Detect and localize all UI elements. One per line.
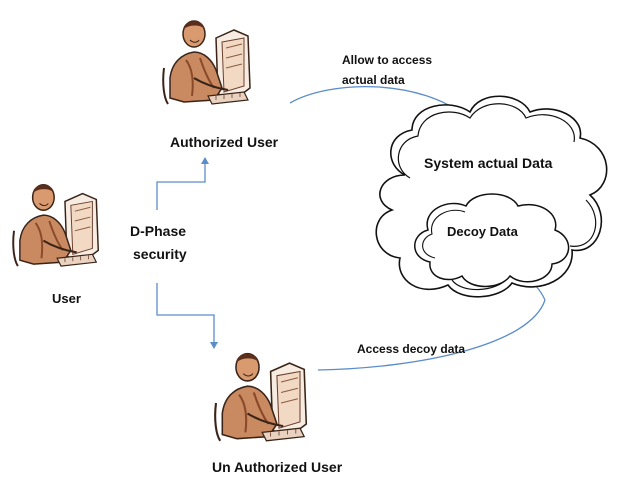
label-dphase-line2: security	[133, 246, 187, 262]
label-allow-line2: actual data	[342, 73, 405, 87]
label-unauthorized-user: Un Authorized User	[212, 459, 343, 475]
label-dphase-line1: D-Phase	[130, 223, 186, 239]
authorize-arrow	[156, 157, 209, 210]
label-access-decoy: Access decoy data	[357, 342, 465, 356]
authorized-user-person-icon	[162, 20, 251, 105]
unauthorized-user-person-icon	[214, 352, 308, 442]
decoy-data-cloud-icon	[414, 193, 570, 288]
label-system-data: System actual Data	[424, 155, 553, 171]
unauthorize-arrow	[156, 283, 218, 349]
label-user: User	[52, 291, 81, 306]
decoy-access-connector	[317, 299, 546, 371]
label-allow-line1: Allow to access	[342, 53, 432, 67]
label-authorized-user: Authorized User	[170, 134, 279, 150]
user-person-icon	[12, 183, 100, 268]
label-decoy-data: Decoy Data	[447, 224, 519, 239]
